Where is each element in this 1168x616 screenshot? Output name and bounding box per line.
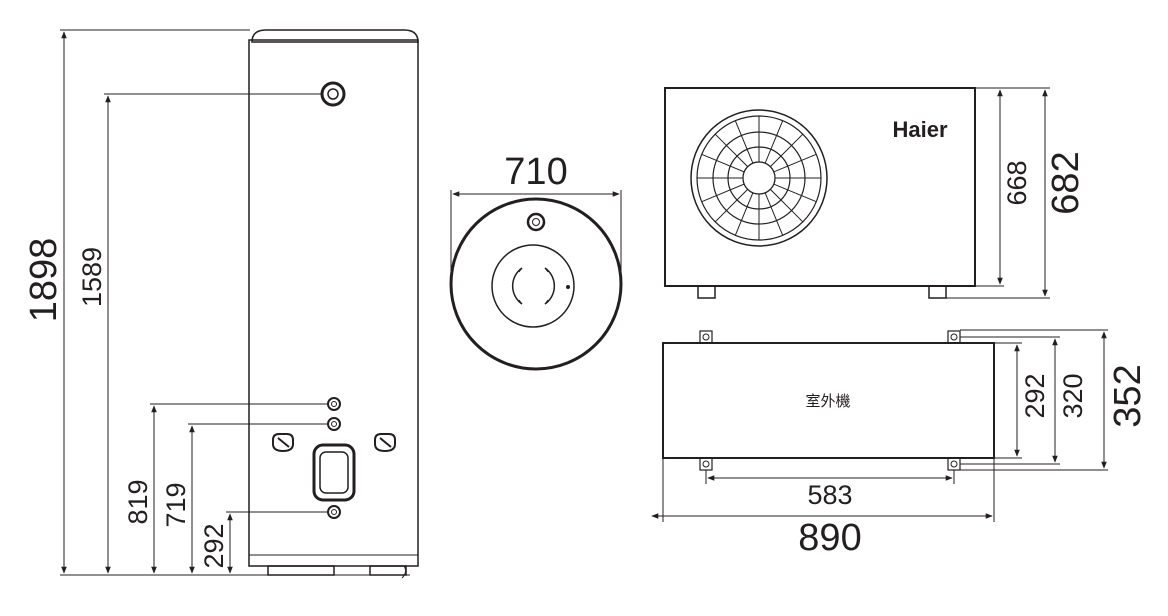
tank-foot-right [369,565,407,576]
tank-body [248,39,419,567]
brand-logo: Haier [892,117,947,142]
dim-outdoor-height-total: 682 [946,87,1087,299]
pipe-connection-819 [327,397,341,411]
dim-outdoor-height-body: 668 [976,87,1032,287]
outdoor-unit-top-body [662,342,995,459]
tank-top-cap [251,29,419,43]
dim-text-682: 682 [1045,151,1087,214]
dim-connection-292: 292 [199,511,327,574]
outdoor-unit-top-view: 室外機 292 320 352 583 [651,329,1149,559]
pipe-connection-292 [327,505,341,519]
dim-connection-819: 819 [123,403,327,574]
outdoor-unit-foot-right [928,285,947,299]
side-fitting-left [272,433,294,453]
mounting-lug-bottom-left [699,457,713,471]
tank-top-view: 710 [449,151,623,371]
top-cover-handle-left [511,267,523,305]
outdoor-unit-body [664,87,976,287]
dim-text-710: 710 [504,151,567,193]
dim-outdoor-depth-total: 352 [960,329,1149,471]
dim-text-819: 819 [123,479,153,524]
dim-text-890: 890 [798,517,861,559]
dim-text-1898: 1898 [23,238,65,323]
tank-front-view: 1898 1589 819 719 292 [23,29,419,579]
top-pipe-connection [526,212,546,232]
dim-text-1589: 1589 [77,247,107,307]
side-fitting-right [374,433,396,453]
top-cover-handle-right [544,267,556,305]
outdoor-unit-foot-left [697,285,716,299]
dim-text-292-outdoor: 292 [1020,373,1050,418]
outdoor-unit-front-view: Haier 668 [664,87,1087,299]
dim-tank-height: 1898 [23,29,410,576]
mounting-lug-top-left [699,330,713,344]
dim-text-352: 352 [1107,364,1149,427]
tank-foot-left [267,565,335,576]
dim-outdoor-width: 890 [651,458,995,559]
dim-text-583: 583 [807,480,852,510]
upper-pipe-connection [320,81,346,107]
dim-text-320: 320 [1058,373,1088,418]
outdoor-unit-label: 室外機 [805,393,850,410]
dim-outdoor-feet-spacing: 583 [705,470,955,510]
fan-grille [690,109,828,247]
dim-tank-diameter: 710 [450,151,622,282]
tank-top-outline [449,197,623,371]
dim-outdoor-depth-body: 292 [994,342,1050,459]
dim-connection-719: 719 [161,423,327,574]
inspection-window [312,443,356,502]
dim-text-292-tank: 292 [199,523,229,568]
mounting-lug-top-right [947,330,961,344]
dim-upper-connection: 1589 [77,93,322,574]
top-cover-disc [491,244,575,328]
dim-outdoor-depth-feet: 320 [960,336,1088,465]
mounting-lug-bottom-right [947,457,961,471]
dim-text-719: 719 [161,482,191,527]
pipe-connection-719 [327,417,341,431]
dim-text-668: 668 [1002,160,1032,205]
